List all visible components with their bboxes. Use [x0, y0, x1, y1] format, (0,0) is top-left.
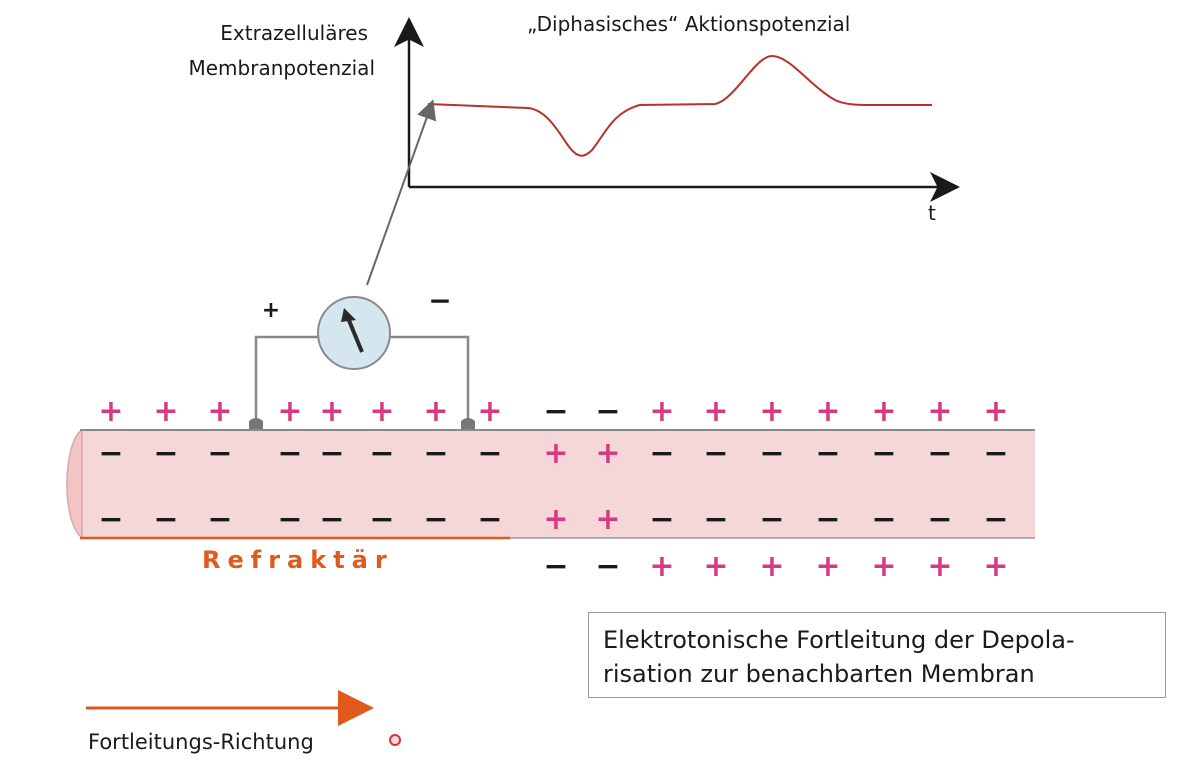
refractory-label: Refraktär: [202, 546, 394, 574]
minus-charge-outer-bottom: −: [543, 549, 568, 584]
plus-charge-outer-bottom: +: [927, 549, 952, 584]
minus-charge-inner-bottom: −: [649, 502, 674, 537]
minus-charge-inner-bottom: −: [983, 502, 1008, 537]
minus-charge-inner-top: −: [815, 436, 840, 471]
minus-charge-inner-top: −: [477, 436, 502, 471]
minus-charge-inner-bottom: −: [319, 502, 344, 537]
cursor-marker: [389, 734, 401, 746]
minus-charge-inner-bottom: −: [423, 502, 448, 537]
minus-charge-inner-bottom: −: [98, 502, 123, 537]
plus-charge-outer-top: +: [927, 394, 952, 429]
voltmeter-needle-tip: [341, 308, 356, 322]
voltmeter-needle: [346, 317, 364, 353]
minus-charge-inner-bottom: −: [703, 502, 728, 537]
minus-charge-inner-top: −: [983, 436, 1008, 471]
plus-charge-outer-bottom: +: [871, 549, 896, 584]
plus-charge-outer-top: +: [153, 394, 178, 429]
minus-charge-inner-bottom: −: [759, 502, 784, 537]
action-potential-trace: [427, 54, 932, 157]
minus-charge-inner-top: −: [319, 436, 344, 471]
plus-charge-outer-bottom: +: [815, 549, 840, 584]
plus-charge-inner-top: +: [543, 436, 568, 471]
electrode-left: [249, 418, 263, 429]
voltmeter-circuit: + −: [249, 284, 475, 429]
minus-charge-inner-top: −: [871, 436, 896, 471]
minus-charge-inner-top: −: [207, 436, 232, 471]
axon: [66, 428, 1035, 540]
minus-charge-inner-top: −: [649, 436, 674, 471]
axon-inner-shade: [80, 430, 1035, 538]
plus-charge-outer-top: +: [815, 394, 840, 429]
caption-line-2: risation zur benachbarten Membran: [603, 660, 1035, 688]
plus-charge-outer-bottom: +: [983, 549, 1008, 584]
y-axis-label-line1: Extrazelluläres: [220, 21, 368, 45]
propagation-direction-label: Fortleitungs-Richtung: [88, 730, 314, 754]
plus-charge-outer-top: +: [369, 394, 394, 429]
minus-charge-inner-bottom: −: [369, 502, 394, 537]
meter-pointer-line: [366, 99, 437, 286]
minus-charge-outer-top: −: [595, 394, 620, 429]
meter-plus-label: +: [262, 298, 280, 323]
axon-end-cap: [66, 428, 83, 540]
plus-charge-outer-top: +: [477, 394, 502, 429]
y-axis-label-line2: Membranpotenzial: [188, 56, 375, 80]
plus-charge-outer-top: +: [207, 394, 232, 429]
minus-charge-outer-top: −: [543, 394, 568, 429]
plus-charge-outer-top: +: [983, 394, 1008, 429]
minus-charge-inner-bottom: −: [927, 502, 952, 537]
plus-charge-outer-top: +: [423, 394, 448, 429]
plus-charge-outer-top: +: [277, 394, 302, 429]
minus-charge-inner-top: −: [369, 436, 394, 471]
plus-charge-outer-top: +: [319, 394, 344, 429]
minus-charge-inner-top: −: [759, 436, 784, 471]
plus-charge-outer-bottom: +: [759, 549, 784, 584]
minus-charge-inner-bottom: −: [277, 502, 302, 537]
minus-charge-inner-bottom: −: [153, 502, 178, 537]
plus-charge-outer-top: +: [98, 394, 123, 429]
plus-charge-inner-bottom: +: [543, 502, 568, 537]
minus-charge-inner-top: −: [927, 436, 952, 471]
minus-charge-inner-bottom: −: [871, 502, 896, 537]
plus-charge-inner-bottom: +: [595, 502, 620, 537]
plus-charge-outer-top: +: [649, 394, 674, 429]
electrode-right: [461, 418, 475, 429]
graph-title: „Diphasisches“ Aktionspotenzial: [527, 12, 850, 36]
plus-charge-inner-top: +: [595, 436, 620, 471]
minus-charge-inner-top: −: [703, 436, 728, 471]
minus-charge-inner-top: −: [423, 436, 448, 471]
plus-charge-outer-top: +: [703, 394, 728, 429]
plus-charge-outer-top: +: [759, 394, 784, 429]
minus-charge-inner-top: −: [153, 436, 178, 471]
x-axis-label: t: [928, 201, 936, 225]
minus-charge-inner-bottom: −: [477, 502, 502, 537]
caption-box: Elektrotonische Fortleitung der Depola- …: [588, 612, 1166, 698]
meter-minus-label: −: [428, 284, 451, 317]
meter-wire-left: [254, 335, 318, 424]
axon-body: [80, 430, 1035, 538]
minus-charge-inner-bottom: −: [207, 502, 232, 537]
plus-charge-outer-bottom: +: [703, 549, 728, 584]
minus-charge-inner-top: −: [277, 436, 302, 471]
minus-charge-inner-bottom: −: [815, 502, 840, 537]
plus-charge-outer-bottom: +: [649, 549, 674, 584]
minus-charge-inner-top: −: [98, 436, 123, 471]
caption-line-1: Elektrotonische Fortleitung der Depola-: [603, 626, 1075, 654]
meter-wire-right: [390, 335, 470, 424]
plus-charge-outer-top: +: [871, 394, 896, 429]
charge-signs: ++++++++−−+++++++−−−−−−−−++−−−−−−−−−−−−−…: [98, 394, 1008, 584]
minus-charge-outer-bottom: −: [595, 549, 620, 584]
